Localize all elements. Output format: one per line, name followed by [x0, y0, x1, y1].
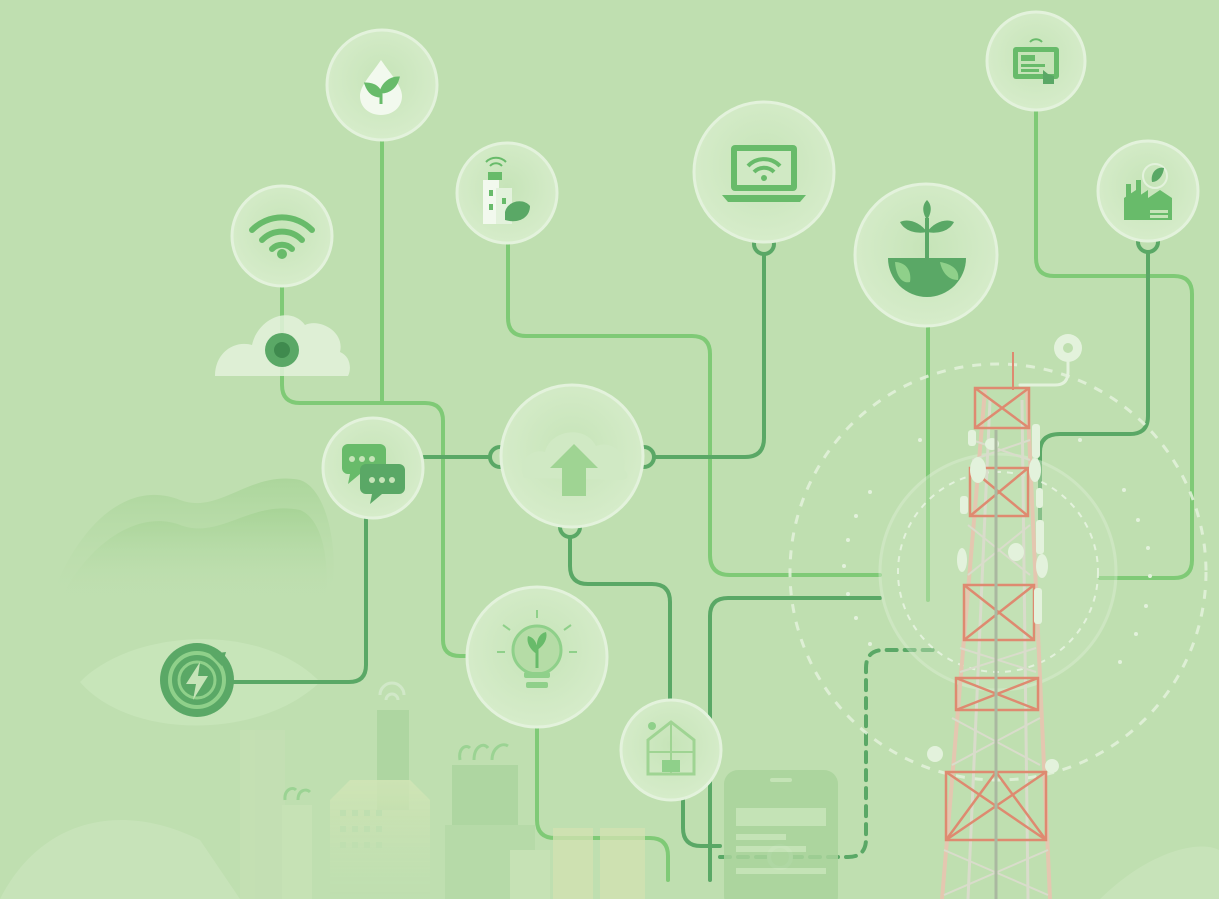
green-building-icon: [455, 141, 559, 245]
smartphone-icon: [724, 770, 838, 899]
earth-plant-icon: [853, 182, 999, 328]
laptop-wifi-icon: [692, 100, 836, 244]
signal-rings: [788, 362, 1208, 782]
eco-factory-icon: [1096, 139, 1200, 243]
city-skyline: [240, 681, 645, 899]
location-pin-icon: [1054, 334, 1082, 362]
light-bulb-plant-icon: [465, 585, 609, 729]
smart-greenhouse-icon: [619, 698, 723, 802]
wifi-icon: [230, 184, 334, 288]
cloud-upload-icon: [499, 383, 645, 529]
hills: [0, 478, 1219, 899]
chat-icon: [321, 416, 425, 520]
water-leaf-icon: [325, 28, 439, 142]
smart-kiosk-icon: [985, 10, 1087, 112]
renewable-energy-icon: [160, 643, 234, 717]
network-lines: [230, 110, 1194, 882]
cell-tower-icon: [927, 352, 1059, 899]
cloud-icon: [215, 315, 350, 376]
